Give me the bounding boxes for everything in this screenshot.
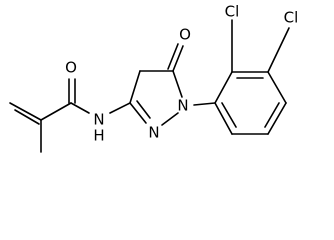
atom-label-h-amide: H <box>93 127 104 145</box>
bond-c5-o-1 <box>172 45 184 72</box>
bond-n1-phenyl <box>193 102 216 106</box>
structure-drawing: O N H N N O Cl Cl <box>9 3 299 153</box>
bond-c3-n2-1 <box>129 102 147 124</box>
atom-label-cl-ortho: Cl <box>225 3 240 21</box>
bond-ph-inner-b <box>264 102 280 128</box>
bond-c-carbonyl <box>40 102 72 121</box>
atom-label-n-ring-2: N <box>148 124 159 142</box>
atom-label-n-ring-1: N <box>177 97 188 115</box>
bond-ph-1-2 <box>214 71 233 104</box>
bond-c3-n2-2 <box>136 100 151 119</box>
bond-c5-o-2 <box>167 43 179 70</box>
atom-label-o-ketone: O <box>179 26 191 44</box>
bond-c5-n1 <box>172 70 183 98</box>
atom-label-n-amide: N <box>93 111 104 129</box>
bond-ph-inner-c <box>221 102 237 128</box>
bond-ph-4-5 <box>267 102 287 135</box>
bond-vinyl-ch2-c <box>9 102 42 121</box>
atom-label-cl-meta: Cl <box>284 9 299 27</box>
atom-label-o-amide: O <box>65 59 77 77</box>
bond-ph-cl-meta <box>267 27 290 73</box>
bond-ph-6-1 <box>214 102 233 135</box>
bond-vinyl-double-inner <box>14 109 40 125</box>
bond-carbonyl-n <box>70 102 90 114</box>
bond-n-ring-c3 <box>109 102 131 114</box>
bond-n1-n2 <box>161 112 179 126</box>
bond-c3-c4 <box>129 70 141 104</box>
molecule-structure: O N H N N O Cl Cl <box>9 3 299 153</box>
bond-ph-3-4 <box>267 71 287 104</box>
